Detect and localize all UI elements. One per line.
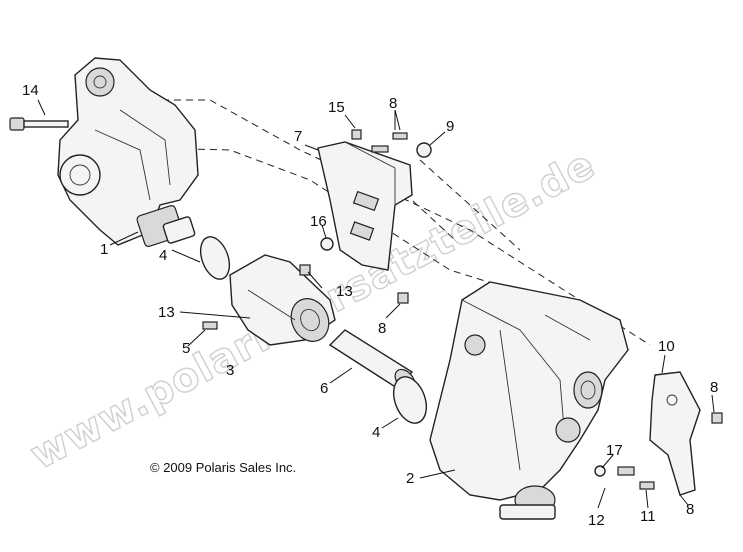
callout-14: 14 (22, 82, 39, 99)
callout-2: 2 (406, 470, 414, 487)
bolt-part-14 (9, 117, 69, 131)
callout-1: 1 (100, 241, 108, 258)
callout-5: 5 (182, 340, 190, 357)
callout-10: 10 (658, 338, 675, 355)
fasteners (202, 129, 723, 490)
callout-8: 8 (686, 501, 694, 518)
o-ring-part-4-upper (199, 236, 231, 280)
callout-7: 7 (294, 128, 302, 145)
callout-6: 6 (320, 380, 328, 397)
callout-4: 4 (159, 247, 167, 264)
bracket-part-7 (317, 141, 413, 271)
bracket-part-10 (649, 371, 701, 496)
leader-lines (37, 99, 715, 509)
o-ring-part-4-lower (392, 376, 428, 424)
callout-9: 9 (446, 118, 454, 135)
callouts: 14 15 8 9 7 16 1 4 13 8 13 5 3 6 4 10 8 … (22, 82, 718, 529)
callout-8: 8 (389, 95, 397, 112)
copyright-text: © 2009 Polaris Sales Inc. (150, 460, 296, 475)
callout-11: 11 (640, 508, 656, 525)
front-gearcase (57, 57, 199, 247)
callout-16: 16 (310, 213, 327, 230)
transmission-part-2 (429, 281, 629, 520)
callout-3: 3 (226, 362, 234, 379)
callout-4: 4 (372, 424, 380, 441)
callout-15: 15 (328, 99, 345, 116)
callout-12: 12 (588, 512, 605, 529)
callout-17: 17 (606, 442, 623, 459)
callout-8: 8 (378, 320, 386, 337)
callout-13: 13 (336, 283, 353, 300)
callout-8: 8 (710, 379, 718, 396)
callout-13: 13 (158, 304, 175, 321)
